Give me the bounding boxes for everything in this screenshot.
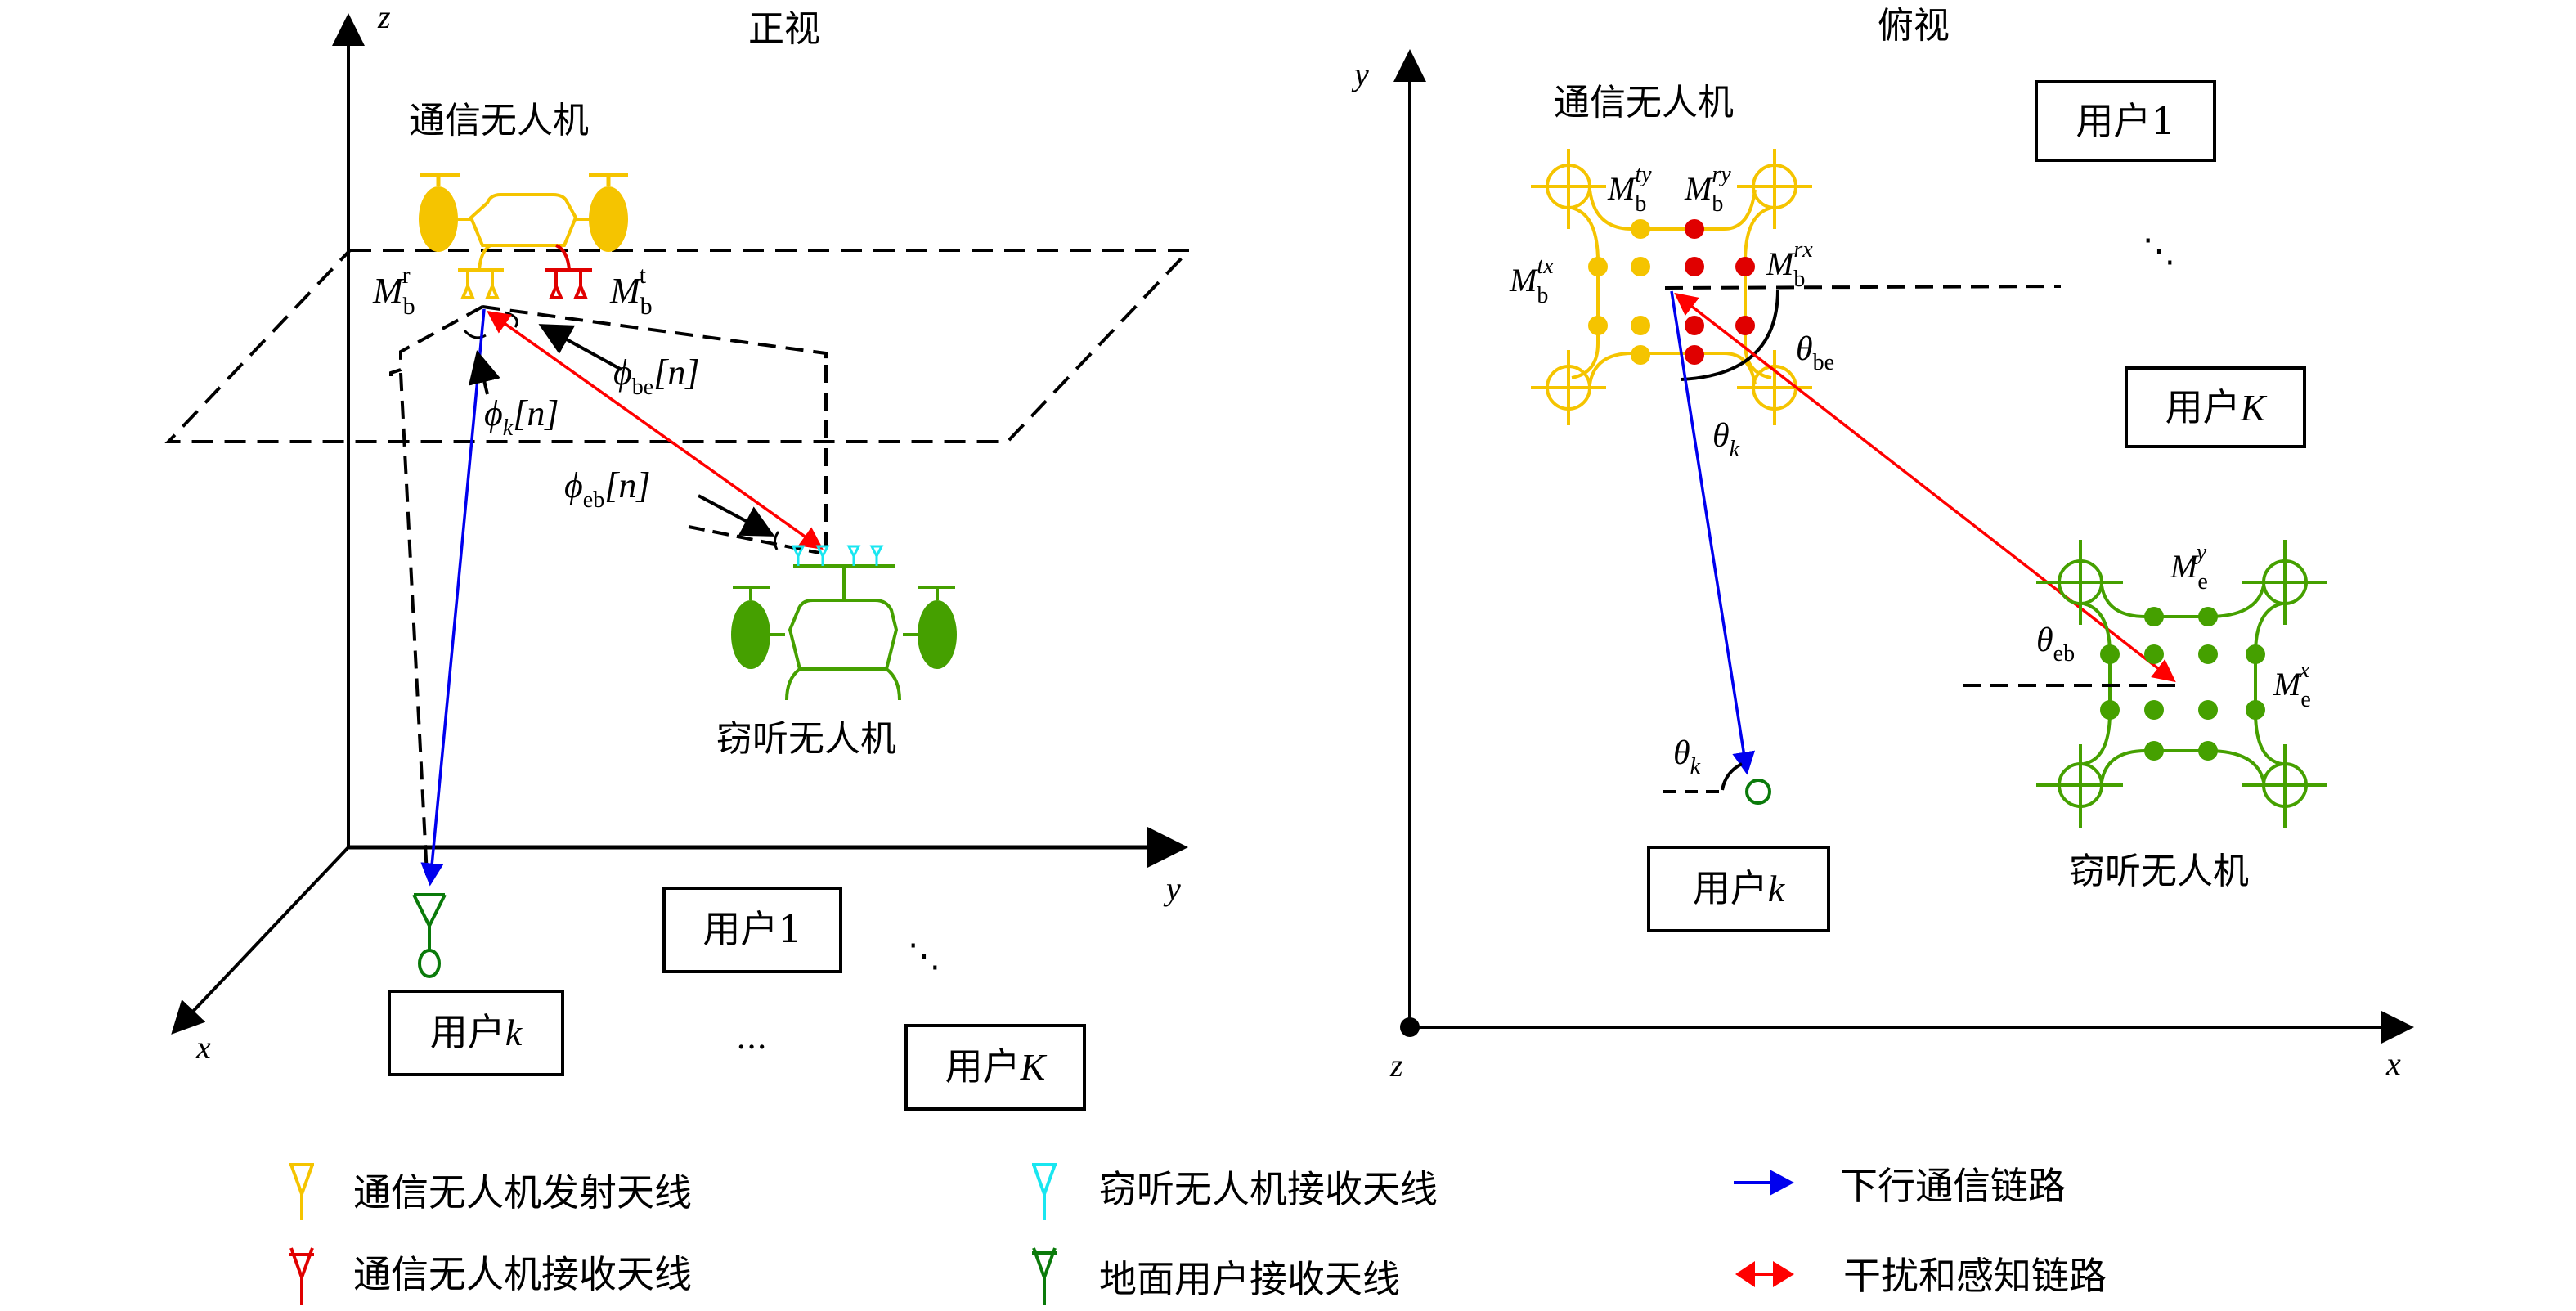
top-comm-uav-label: 通信无人机 bbox=[1554, 82, 1734, 123]
projection-line-user bbox=[389, 305, 483, 376]
comm-uav-reference-line bbox=[1664, 285, 2062, 290]
arrow-right-icon bbox=[1734, 1170, 1794, 1196]
uav-altitude-plane bbox=[164, 249, 1193, 443]
downlink-arrow-top bbox=[1670, 290, 1756, 775]
legend-item-user-rx: 地面用户接收天线 bbox=[1032, 1247, 1400, 1305]
legend-item-comm-rx: 通信无人机接收天线 bbox=[289, 1247, 692, 1305]
svg-text:用户1: 用户1 bbox=[2076, 99, 2174, 143]
svg-text:用户k: 用户k bbox=[1693, 866, 1786, 910]
user-k-antenna-front bbox=[412, 893, 447, 978]
comm-uav-label: 通信无人机 bbox=[409, 100, 589, 141]
phi-eb-label: ϕeb[n] bbox=[564, 465, 650, 513]
antenna-icon bbox=[289, 1247, 314, 1305]
legend-label: 干扰和感知链路 bbox=[1843, 1254, 2107, 1298]
mb-r-label: Mbr bbox=[372, 262, 415, 320]
ellipsis-horizontal-front: ··· bbox=[736, 1029, 767, 1066]
top-y-axis-label: y bbox=[1351, 56, 1369, 92]
phi-be-label: ϕbe[n] bbox=[613, 352, 699, 400]
legend-label: 下行通信链路 bbox=[1840, 1164, 2066, 1208]
theta-k-user-arc bbox=[1721, 762, 1743, 791]
user-box-k-top: 用户k bbox=[1647, 846, 1830, 932]
legend-item-interference: 干扰和感知链路 bbox=[1735, 1254, 2107, 1298]
legend-label: 通信无人机接收天线 bbox=[353, 1252, 692, 1296]
phi-k-arc bbox=[463, 329, 487, 339]
mb-ty-label: Mbty bbox=[1607, 162, 1652, 217]
theta-be-label: θbe bbox=[1796, 330, 1834, 375]
user-box-1-top: 用户1 bbox=[2035, 80, 2216, 162]
user-box-K-front: 用户K bbox=[904, 1024, 1086, 1111]
legend-item-eave-rx: 窃听无人机接收天线 bbox=[1032, 1163, 1438, 1220]
phi-eb-pointer bbox=[698, 494, 775, 537]
y-axis-label: y bbox=[1163, 870, 1181, 907]
ellipsis-diagonal-top: ⋱ bbox=[2143, 232, 2175, 270]
phi-eb-arc bbox=[773, 531, 780, 550]
theta-k-top-label: θk bbox=[1712, 417, 1740, 462]
eave-uav-front bbox=[731, 545, 957, 701]
front-view-title: 正视 bbox=[748, 8, 820, 50]
svg-text:用户K: 用户K bbox=[945, 1044, 1048, 1089]
eave-uav-label: 窃听无人机 bbox=[716, 718, 896, 760]
projection-line-user-vertical bbox=[399, 372, 429, 876]
svg-text:用户1: 用户1 bbox=[702, 907, 801, 951]
legend-label: 地面用户接收天线 bbox=[1099, 1257, 1400, 1301]
svg-text:用户k: 用户k bbox=[430, 1010, 523, 1054]
mb-t-label: Mbt bbox=[609, 262, 653, 320]
me-y-label: Mey bbox=[2170, 540, 2208, 595]
svg-text:用户K: 用户K bbox=[2165, 385, 2268, 429]
theta-eb-label: θeb bbox=[2036, 622, 2075, 667]
legend-label: 通信无人机发射天线 bbox=[353, 1170, 692, 1214]
top-z-axis-label: z bbox=[1389, 1047, 1403, 1084]
user-box-k-front: 用户k bbox=[388, 990, 564, 1076]
phi-k-label: ϕk[n] bbox=[484, 393, 559, 441]
front-view-panel: 正视 z y x bbox=[164, 0, 1193, 1111]
user-box-1-front: 用户1 bbox=[662, 887, 842, 973]
mb-ry-label: Mbry bbox=[1684, 162, 1731, 217]
eave-reference-line bbox=[688, 525, 820, 554]
antenna-icon bbox=[1032, 1247, 1057, 1305]
antenna-icon bbox=[1032, 1163, 1057, 1220]
x-axis bbox=[171, 846, 350, 1035]
user-k-position-top bbox=[1745, 779, 1771, 805]
mb-tx-label: Mbtx bbox=[1509, 254, 1554, 308]
top-view-panel: 俯视 y x z 通信无人机 Mbty Mbry Mbtx Mbrx bbox=[1351, 5, 2414, 1084]
top-view-title: 俯视 bbox=[1878, 5, 1950, 47]
antenna-icon bbox=[289, 1163, 314, 1220]
legend-item-downlink: 下行通信链路 bbox=[1734, 1164, 2066, 1208]
legend-item-comm-tx: 通信无人机发射天线 bbox=[289, 1163, 692, 1220]
ellipsis-diagonal-front: ⋱ bbox=[908, 937, 940, 975]
top-eave-uav-label: 窃听无人机 bbox=[2069, 851, 2249, 892]
origin-point bbox=[1400, 1017, 1420, 1037]
double-arrow-icon bbox=[1735, 1261, 1794, 1287]
me-x-label: Mex bbox=[2273, 658, 2311, 712]
phi-k-pointer bbox=[468, 350, 500, 395]
phi-be-pointer bbox=[538, 324, 622, 371]
mb-rx-label: Mbrx bbox=[1766, 237, 1813, 292]
theta-k-user-label: θk bbox=[1673, 734, 1701, 779]
interference-arrow-top bbox=[1674, 292, 2176, 683]
downlink-arrow-front bbox=[420, 308, 486, 887]
user-box-K-top: 用户K bbox=[2125, 366, 2306, 448]
z-axis-label: z bbox=[377, 0, 391, 35]
top-x-axis-label: x bbox=[2385, 1045, 2401, 1082]
legend: 通信无人机发射天线 通信无人机接收天线 窃听无人机接收天线 地面用户接收天线 bbox=[289, 1163, 2107, 1305]
eave-uav-top-elements bbox=[2100, 607, 2265, 761]
comm-uav-front bbox=[419, 173, 628, 299]
legend-label: 窃听无人机接收天线 bbox=[1099, 1167, 1438, 1211]
x-axis-label: x bbox=[195, 1029, 211, 1066]
